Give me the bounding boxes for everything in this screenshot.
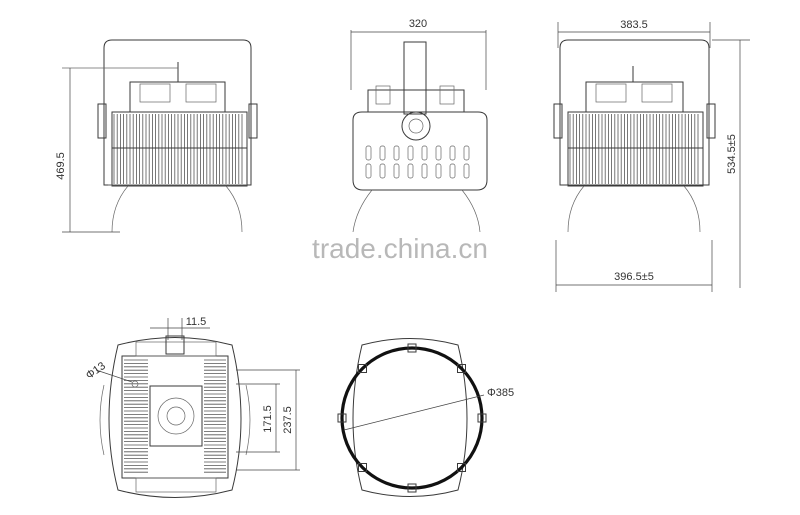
vent-slot bbox=[379, 163, 386, 179]
vent-slot bbox=[421, 163, 428, 179]
vent-slot bbox=[365, 145, 372, 161]
hole-spacing-inner-dimension: 171.5 bbox=[262, 405, 274, 433]
side-view-slots bbox=[365, 145, 470, 179]
rear-base-width-dimension: 396.5±5 bbox=[614, 271, 654, 283]
bottom-view-fins bbox=[124, 359, 226, 473]
vent-slot bbox=[463, 145, 470, 161]
vent-slot bbox=[393, 163, 400, 179]
vent-slot bbox=[365, 163, 372, 179]
rear-width-dimension: 383.5 bbox=[620, 19, 648, 31]
vent-slot bbox=[463, 163, 470, 179]
front-height-dimension: 469.5 bbox=[55, 152, 67, 180]
vent-slot bbox=[407, 145, 414, 161]
rear-view-fins bbox=[569, 114, 699, 184]
vent-slot bbox=[435, 145, 442, 161]
front-view: 469.5 bbox=[55, 39, 258, 233]
ring-diameter-dimension: Φ385 bbox=[487, 387, 514, 399]
ring-clip bbox=[456, 462, 466, 472]
ring-clip bbox=[407, 343, 417, 353]
ring-clip bbox=[358, 364, 368, 374]
vent-slot bbox=[407, 163, 414, 179]
front-view-fins bbox=[113, 114, 243, 184]
vent-slot bbox=[379, 145, 386, 161]
rear-height-dimension: 534.5±5 bbox=[726, 134, 738, 174]
ring-clip bbox=[477, 413, 487, 423]
vent-slot bbox=[421, 145, 428, 161]
vent-slot bbox=[435, 163, 442, 179]
rear-view: 383.5 534.5±5 396.5±5 bbox=[553, 19, 750, 292]
ring-clip bbox=[407, 483, 417, 493]
vent-slot bbox=[449, 163, 456, 179]
vent-slot bbox=[449, 145, 456, 161]
ring-clip bbox=[456, 364, 466, 374]
ring-clip bbox=[337, 413, 347, 423]
watermark: trade.china.cn bbox=[312, 233, 488, 264]
side-view: 320 bbox=[350, 18, 488, 233]
ring-view-clips bbox=[337, 343, 487, 493]
slot-width-dimension: 11.5 bbox=[186, 316, 207, 328]
hole-diameter-dimension: Φ13 bbox=[84, 360, 108, 382]
ring-view: Φ385 bbox=[337, 338, 514, 497]
hole-spacing-outer-dimension: 237.5 bbox=[282, 406, 294, 434]
vent-slot bbox=[393, 145, 400, 161]
ring-clip bbox=[358, 462, 368, 472]
bottom-view: 11.5 Φ13 171.5 237.5 bbox=[84, 316, 300, 498]
side-width-dimension: 320 bbox=[409, 18, 427, 30]
